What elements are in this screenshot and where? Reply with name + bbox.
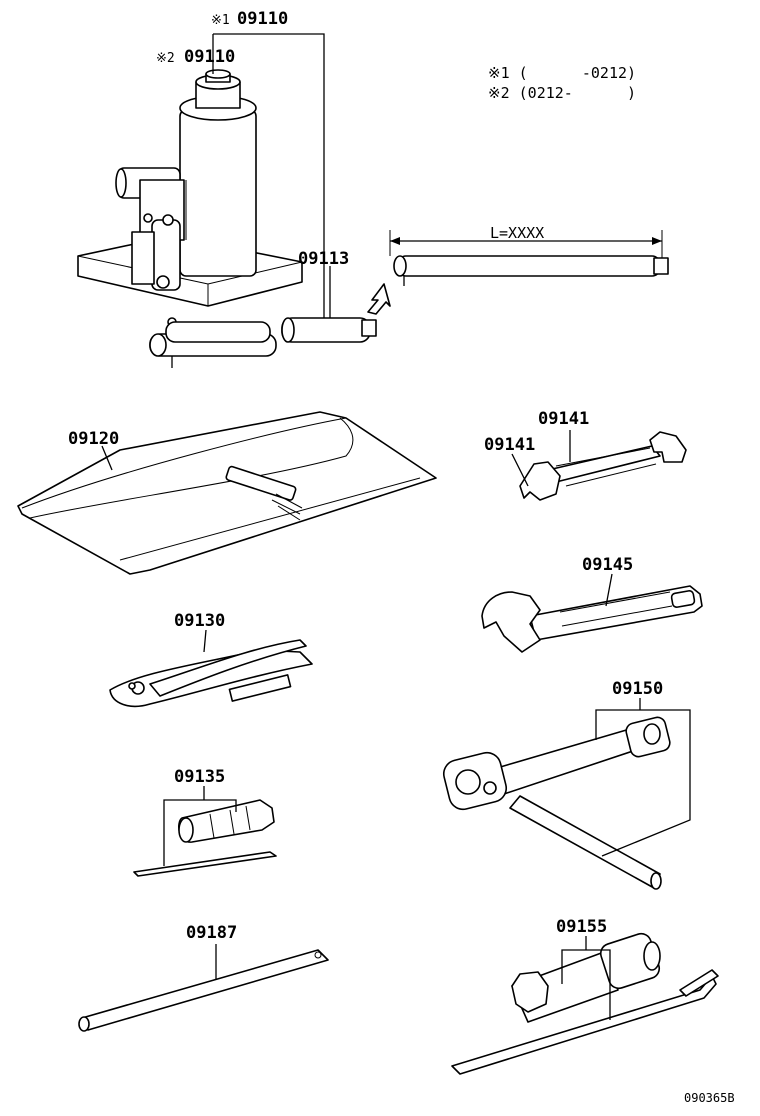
jack-illustration [77, 69, 303, 307]
part-number-bar: 09187 [186, 923, 237, 943]
figure-code: 090365B [684, 1091, 735, 1105]
jack-2-mark: ※2 [156, 51, 175, 66]
part-number-screwdriver: 09135 [174, 767, 225, 787]
pliers-illustration [109, 639, 313, 708]
jack-1-mark: ※1 [211, 13, 230, 28]
lug-wrench-illustration [442, 716, 671, 890]
legend-note-1: ※1 ( -0212) [488, 64, 636, 82]
open-wrench-illustration [519, 431, 687, 501]
adjustable-wrench-illustration [481, 585, 703, 653]
bar-illustration [78, 949, 329, 1032]
legend-note-2: ※2 (0212- ) [488, 84, 636, 102]
plug-wrench-illustration [451, 932, 719, 1075]
part-number-jack-2: 09110 [184, 47, 235, 67]
jack-handle-illustration [149, 283, 391, 368]
part-number-wrench-b: 09141 [484, 435, 535, 455]
part-number-bag: 09120 [68, 429, 119, 449]
part-number-pliers: 09130 [174, 611, 225, 631]
part-number-handle: 09113 [298, 249, 349, 269]
length-label: L=XXXX [490, 224, 544, 242]
part-number-adjustable-wrench: 09145 [582, 555, 633, 575]
extension-bar-illustration [389, 230, 669, 286]
part-number-wrench-a: 09141 [538, 409, 589, 429]
screwdriver-illustration [133, 799, 277, 877]
part-number-lug-wrench: 09150 [612, 679, 663, 699]
part-number-plug-wrench: 09155 [556, 917, 607, 937]
tool-bag-illustration [17, 411, 437, 575]
part-number-jack-1: 09110 [237, 9, 288, 29]
